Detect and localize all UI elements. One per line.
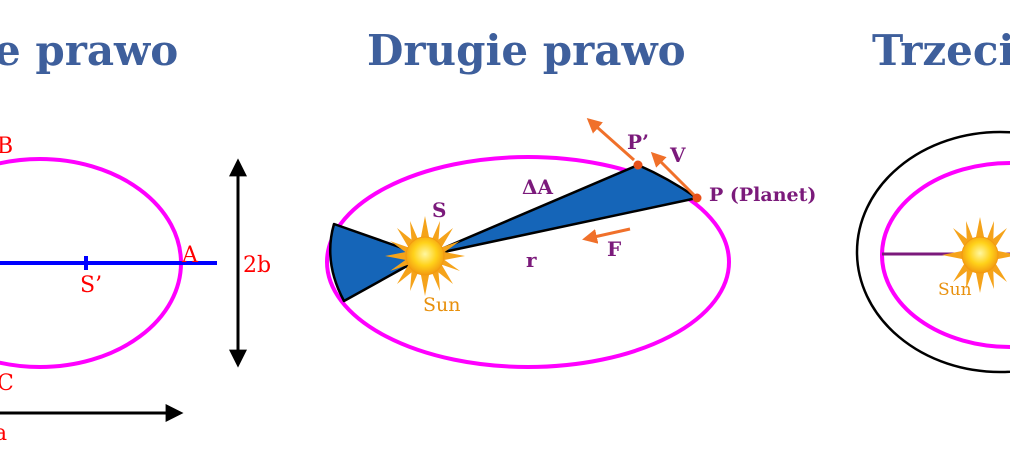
- planet-point-p: [692, 193, 702, 203]
- title-first-law: e prawo: [0, 26, 179, 75]
- tangent-arrow-p-prime: [586, 118, 635, 162]
- swept-area-left: [329, 222, 427, 303]
- title-second-law: Drugie prawo: [367, 26, 686, 75]
- label-v: V: [669, 143, 686, 167]
- label-s-prime: S’: [80, 273, 102, 298]
- orbit-ellipse-center: [325, 155, 731, 369]
- sun-icon-right: [942, 217, 1010, 293]
- title-third-law: Trzecie: [872, 26, 1010, 75]
- label-2b: 2b: [243, 253, 271, 278]
- label-sun-center: Sun: [423, 294, 461, 316]
- label-a-bottom: a: [0, 421, 7, 446]
- label-delta-a: ΔA: [522, 175, 554, 199]
- label-r: r: [526, 248, 537, 272]
- first-law-panel: B A C S’ 2b a: [0, 134, 271, 446]
- label-p-prime: P’: [627, 130, 649, 154]
- sun-icon: [385, 216, 465, 296]
- label-s: S: [432, 198, 446, 222]
- label-sun-right: Sun: [938, 280, 972, 300]
- second-law-panel: S ΔA P’ V P (Planet) F r Sun: [325, 118, 816, 369]
- label-f: F: [607, 237, 621, 261]
- label-c: C: [0, 371, 14, 396]
- third-law-panel: Sun: [855, 130, 1010, 374]
- swept-area-delta-a: [423, 163, 699, 258]
- force-arrow-f: [582, 227, 631, 244]
- label-b: B: [0, 134, 13, 159]
- outer-orbit-ellipse: [855, 130, 1010, 374]
- planet-point-p-prime: [633, 160, 643, 170]
- label-p-planet: P (Planet): [709, 184, 816, 206]
- velocity-arrow-v: [650, 151, 696, 197]
- label-a-point: A: [181, 243, 199, 268]
